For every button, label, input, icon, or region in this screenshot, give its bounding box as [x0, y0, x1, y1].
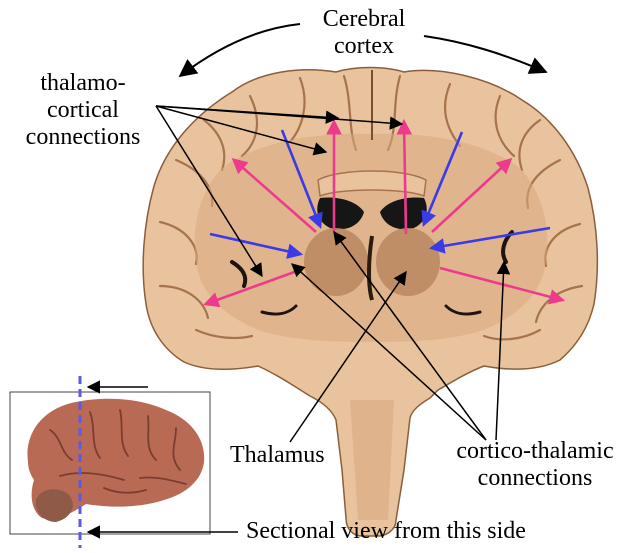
cerebral-cortex-label-line1: Cerebral	[322, 6, 406, 32]
thalamocortical-label-line2: cortical	[47, 97, 119, 123]
corpus-callosum	[317, 170, 427, 198]
lateral-brain-icon	[9, 376, 238, 548]
cerebral-cortex-label: Cerebral cortex	[306, 6, 422, 60]
label-pointers	[155, 105, 511, 443]
thalamus-label: Thalamus	[230, 442, 325, 468]
thalamocortical-label-line1: thalamo-	[40, 70, 126, 96]
sectional-view-label: Sectional view from this side	[246, 518, 526, 544]
lateral-ventricle-left	[317, 197, 364, 230]
thalamocortical-arrows	[203, 118, 566, 308]
lateral-ventricle-right	[380, 197, 427, 230]
thalamocortical-label-line3: connections	[25, 124, 141, 150]
cortex-arrow-right	[423, 35, 548, 74]
corticothalamic-label-line2: connections	[477, 465, 593, 491]
corticothalamic-label-line1: cortico-thalamic	[456, 438, 614, 464]
cortex-arrow-left	[178, 23, 301, 78]
cerebral-cortex-label-line2: cortex	[334, 33, 394, 59]
inset-brain-shape	[27, 398, 205, 520]
thalamus-left	[304, 228, 368, 296]
thalamocortical-label: thalamo- cortical connections	[8, 70, 158, 151]
thalamus-right	[376, 228, 440, 296]
corticothalamic-label: cortico-thalamic connections	[440, 438, 630, 492]
corticothalamic-arrows	[209, 129, 551, 259]
inset-cerebellum	[35, 489, 73, 522]
